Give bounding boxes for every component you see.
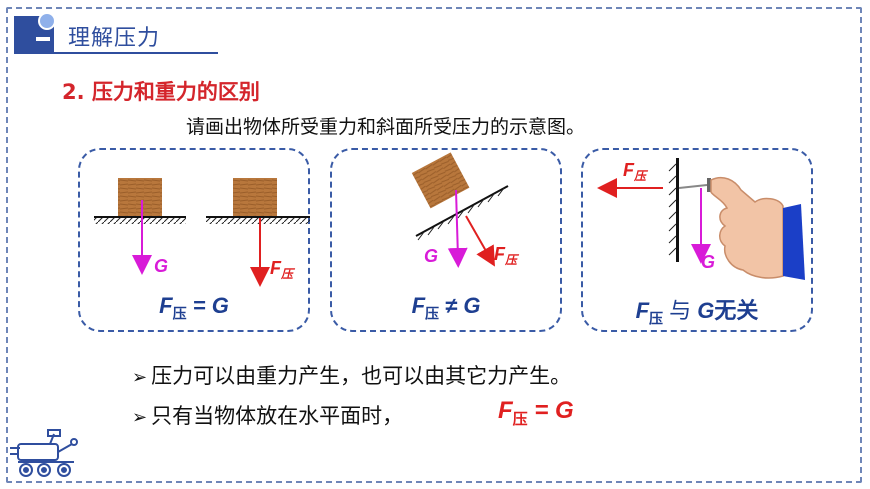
wall-hatch — [668, 163, 677, 256]
nail-head — [707, 178, 711, 192]
sleeve — [783, 204, 805, 280]
pressure-label-wall: F压 — [623, 160, 649, 183]
panel-wall: F压 G F压 与 G无关 — [581, 148, 813, 332]
surface-hatch-right — [206, 218, 310, 224]
pressure-label-slope: F压 — [494, 244, 520, 267]
wood-block-left — [118, 178, 162, 216]
bullet-1-text: 压力可以由重力产生，也可以由其它力产生。 — [151, 364, 572, 388]
pressure-label-left-panel: F压 — [270, 258, 296, 281]
arrow-right-icon: ➢ — [132, 367, 148, 388]
gravity-label-wall: G — [701, 252, 715, 272]
bullet-2-text: 只有当物体放在水平面时， — [151, 404, 404, 428]
wood-block-slope — [411, 152, 470, 209]
panel-horizontal: G F压 F压 = G — [78, 148, 310, 332]
nail — [678, 184, 708, 189]
hand-thumb — [710, 176, 784, 279]
arrow-right-icon: ➢ — [132, 407, 148, 428]
wall-surface — [676, 158, 679, 262]
slope-surface — [415, 185, 509, 237]
horizontal-diagram: G F压 — [94, 178, 310, 287]
slope-diagram: G F压 — [411, 152, 520, 268]
wood-block-right — [233, 178, 277, 216]
gravity-arrow-slope — [447, 189, 468, 268]
gravity-label-slope: G — [424, 246, 438, 266]
section-number-mark — [36, 37, 50, 41]
slide-frame — [6, 7, 862, 483]
gravity-label-left: G — [154, 256, 168, 276]
section-title: 理解压力 — [68, 26, 161, 51]
section-underline — [14, 52, 218, 54]
panel-slope: G F压 F压 ≠ G — [330, 148, 562, 332]
surface-left — [94, 216, 186, 218]
instruction-text: 请画出物体所受重力和斜面所受压力的示意图。 — [186, 116, 586, 138]
conclusion-formula: F压 = G — [498, 397, 574, 428]
wall-diagram: F压 G — [597, 158, 805, 280]
surface-hatch-left — [94, 218, 186, 224]
rover-icon — [10, 429, 78, 477]
surface-right — [206, 216, 310, 218]
bullet-2: ➢只有当物体放在水平面时， — [132, 400, 403, 430]
subtitle: 2. 压力和重力的区别 — [62, 80, 260, 104]
bullet-1: ➢压力可以由重力产生，也可以由其它力产生。 — [132, 360, 571, 390]
caption-unrelated: F压 与 G无关 — [635, 298, 759, 327]
pressure-arrow-slope — [465, 215, 495, 267]
slope-hatch — [417, 187, 505, 241]
badge-dot-icon — [38, 12, 56, 30]
caption-equal: F压 = G — [159, 293, 229, 322]
caption-not-equal: F压 ≠ G — [411, 293, 481, 322]
